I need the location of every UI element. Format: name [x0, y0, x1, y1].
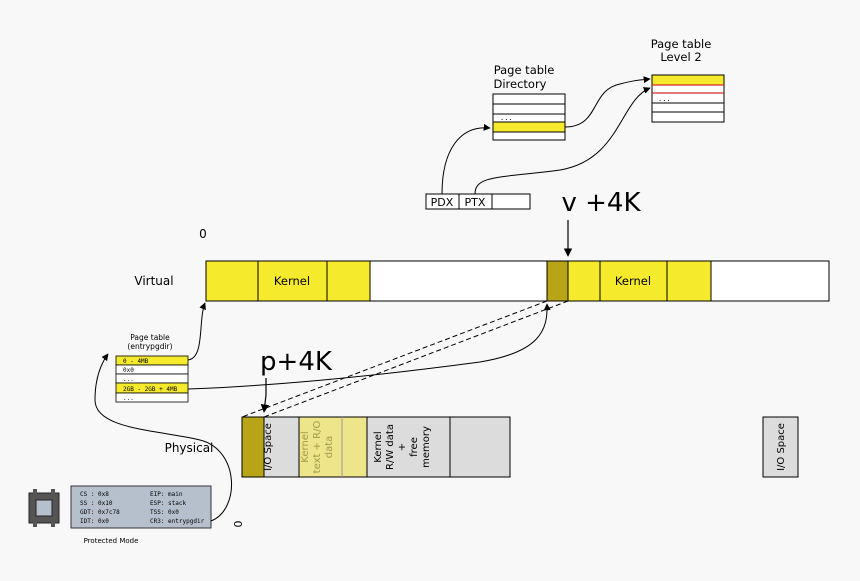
entrypgdir-title-1: Page table	[130, 333, 170, 342]
kernel-text-line2: text + R/O	[312, 421, 323, 474]
io-space-high-label: I/O Space	[776, 423, 787, 471]
cpu-register-box	[70, 485, 212, 529]
virtual-kernel-low	[257, 260, 328, 302]
page-table-level2-title-1: Page table	[651, 37, 712, 51]
virtual-address-space	[205, 260, 830, 302]
kernel-rw-line4: free	[409, 437, 420, 457]
l2-ellipsis: ...	[658, 95, 671, 103]
reg-left-0: CS : 0x8	[80, 491, 109, 498]
entrypgdir-row-3: 2GB - 2GB + 4MB	[123, 386, 178, 393]
reg-right-1: ESP: stack	[150, 500, 187, 507]
entrypgdir-row-2: ...	[123, 376, 134, 383]
pdx-arrow	[441, 123, 491, 195]
cpu-registers: CS : 0x8 SS : 0x10 GDT: 0x7c78 IDT: 0x0 …	[80, 491, 205, 525]
kernel-text-line3: data	[324, 436, 335, 459]
reg-left-1: SS : 0x10	[80, 500, 113, 507]
entrypgdir-row-1: 0x0	[123, 367, 134, 374]
pd-to-l2-arrow	[564, 76, 651, 128]
physical-zero-label: 0	[232, 521, 245, 528]
virtual-zero-label: 0	[199, 227, 207, 241]
virtual-page-v4k	[546, 260, 569, 302]
page-table-directory-title-2: Directory	[493, 77, 546, 91]
entry-low-arrow	[187, 302, 206, 361]
p-plus-4k-label: p+4K	[260, 347, 333, 377]
virtual-label: Virtual	[134, 274, 173, 288]
kernel-rw-label: Kernel R/W data + free memory	[373, 424, 432, 470]
kernel-rw-line5: memory	[421, 426, 432, 468]
protected-mode-label: Protected Mode	[84, 537, 139, 545]
dashed-map-left	[241, 300, 548, 418]
kernel-text-label: Kernel text + R/O data	[300, 421, 335, 474]
io-space-high-region	[762, 416, 799, 478]
kernel-text-line1: Kernel	[300, 431, 311, 462]
reg-right-0: EIP: main	[150, 491, 183, 498]
pd-ellipsis: ...	[500, 114, 513, 122]
l2-selected-entry	[651, 74, 725, 86]
reg-left-3: IDT: 0x0	[80, 518, 109, 525]
kernel-virtual-low-label: Kernel	[274, 274, 310, 288]
kernel-rw-line1: Kernel	[373, 431, 384, 462]
cr3-arrow	[94, 353, 232, 522]
reg-right-2: TSS: 0x0	[150, 509, 179, 516]
ptx-label: PTX	[465, 196, 486, 209]
p-plus-4k-arrow	[260, 378, 270, 413]
pdx-label: PDX	[431, 196, 454, 209]
virtual-address-fields	[425, 193, 531, 210]
v-plus-4k-label: v +4K	[561, 188, 641, 218]
virtual-kernel-high	[599, 260, 668, 302]
ptx-arrow	[474, 87, 651, 195]
kernel-rw-line3: +	[397, 443, 408, 451]
page-table-directory	[492, 93, 566, 141]
pd-selected-entry	[492, 121, 566, 133]
entrypgdir-row-0: 0 - 4MB	[123, 358, 149, 365]
page-table-directory-title-1: Page table	[494, 63, 555, 77]
page-table-level2-title-2: Level 2	[660, 50, 701, 64]
entry-high-arrow	[187, 303, 551, 390]
entrypgdir-row-4: ...	[123, 395, 134, 402]
entrypgdir-title-2: (entrypgdir)	[127, 342, 172, 351]
cpu-chip-icon	[28, 489, 60, 527]
kernel-rw-line2: R/W data	[385, 424, 396, 470]
entrypgdir-table	[115, 355, 189, 403]
reg-right-3: CR3: entrypgdir	[150, 518, 205, 525]
physical-page-p4k	[241, 416, 265, 478]
io-space-low-label: I/O Space	[263, 423, 274, 471]
kernel-text-region	[298, 416, 368, 478]
reg-left-2: GDT: 0x7c78	[80, 509, 120, 516]
kernel-virtual-high-label: Kernel	[615, 274, 651, 288]
physical-label: Physical	[165, 441, 214, 455]
dashed-map-right	[263, 300, 569, 418]
physical-address-space	[241, 416, 511, 478]
